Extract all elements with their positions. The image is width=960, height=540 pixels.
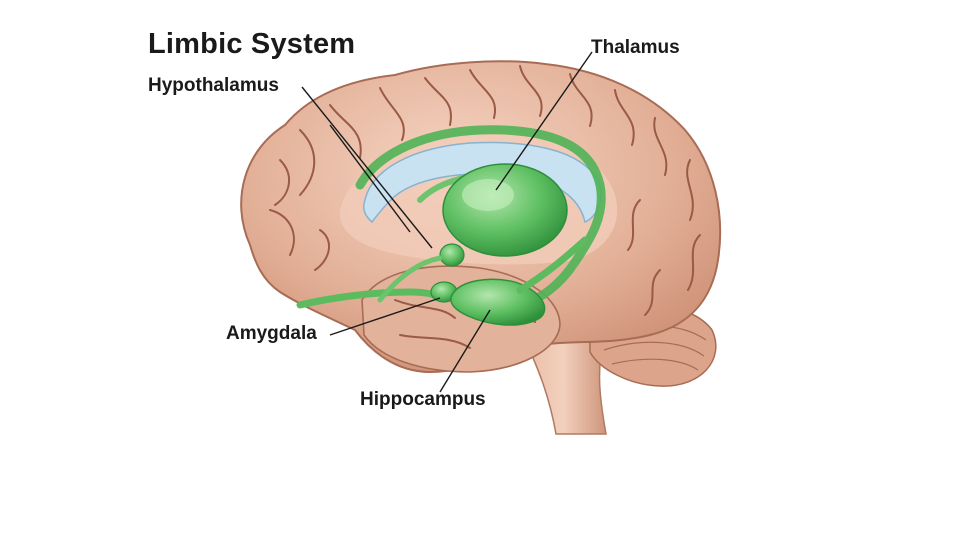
cortical-sulci bbox=[269, 65, 701, 349]
leader-line-amygdala bbox=[329, 297, 441, 336]
leader-line-hypothalamus bbox=[301, 86, 433, 249]
leader-line-thalamus bbox=[495, 51, 593, 191]
thalamus-highlight bbox=[462, 179, 514, 211]
leader-line-hippocampus bbox=[439, 309, 491, 393]
hypothalamus-structure bbox=[439, 243, 465, 267]
label-hippocampus: Hippocampus bbox=[360, 389, 486, 410]
leader-line-hypothalamus-branch bbox=[329, 124, 411, 233]
leader-lines bbox=[301, 51, 593, 393]
label-hypothalamus: Hypothalamus bbox=[148, 75, 279, 96]
label-thalamus: Thalamus bbox=[591, 37, 680, 58]
olfactory-tract-2 bbox=[377, 255, 443, 303]
fornix bbox=[355, 125, 606, 310]
label-amygdala: Amygdala bbox=[226, 323, 317, 344]
lateral-ventricle bbox=[362, 141, 602, 224]
hippocampus-tail bbox=[516, 236, 589, 294]
diagram-title: Limbic System bbox=[148, 28, 356, 60]
